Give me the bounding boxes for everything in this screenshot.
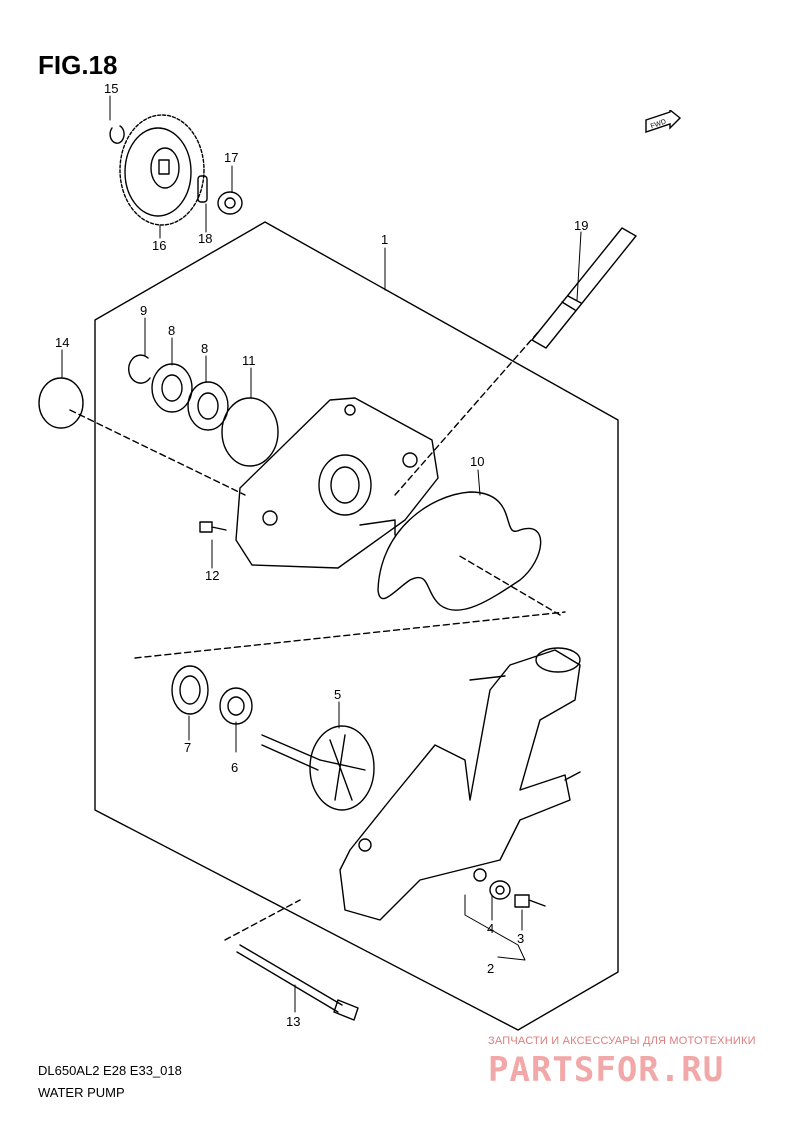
bolt-12 bbox=[199, 521, 227, 533]
callout-3: 3 bbox=[517, 931, 524, 946]
impeller-shaft-5 bbox=[261, 725, 375, 811]
callout-4: 4 bbox=[487, 921, 494, 936]
e-clip-9 bbox=[128, 354, 151, 384]
callout-7: 7 bbox=[184, 740, 191, 755]
pump-gear-16 bbox=[119, 114, 205, 226]
callout-17: 17 bbox=[224, 150, 238, 165]
long-bolt-13 bbox=[236, 944, 359, 1021]
callout-10: 10 bbox=[470, 454, 484, 469]
forward-direction-icon: FWD bbox=[645, 110, 682, 133]
callout-18: 18 bbox=[198, 231, 212, 246]
callout-5: 5 bbox=[334, 687, 341, 702]
callout-1: 1 bbox=[381, 232, 388, 247]
guide-lines bbox=[69, 329, 566, 941]
callout-16: 16 bbox=[152, 238, 166, 253]
figure-title: FIG.18 bbox=[38, 50, 118, 80]
callout-8-b: 8 bbox=[201, 341, 208, 356]
callout-19: 19 bbox=[574, 218, 588, 233]
mechanical-seal-6 bbox=[219, 687, 253, 725]
o-ring-11 bbox=[221, 397, 279, 467]
oil-seal-7 bbox=[171, 665, 209, 715]
assembly-box bbox=[94, 221, 619, 1031]
callout-12: 12 bbox=[205, 568, 219, 583]
bolt-3 bbox=[514, 894, 546, 908]
callout-2: 2 bbox=[487, 961, 494, 976]
leader-lines bbox=[61, 95, 582, 1013]
model-code: DL650AL2 E28 E33_018 bbox=[38, 1063, 182, 1078]
callout-15: 15 bbox=[104, 81, 118, 96]
callout-13: 13 bbox=[286, 1014, 300, 1029]
callout-9: 9 bbox=[140, 303, 147, 318]
callout-14: 14 bbox=[55, 335, 69, 350]
washer-17 bbox=[217, 191, 243, 215]
callout-11: 11 bbox=[242, 353, 256, 368]
watermark-caption: ЗАПЧАСТИ И АКСЕССУАРЫ ДЛЯ МОТОТЕХНИКИ bbox=[488, 1035, 756, 1047]
callout-6: 6 bbox=[231, 760, 238, 775]
watermark-brand: PARTSFOR.RU bbox=[488, 1050, 725, 1090]
callout-8-a: 8 bbox=[168, 323, 175, 338]
pin-18 bbox=[197, 175, 208, 203]
bearing-8-b bbox=[187, 381, 229, 431]
pipe-19 bbox=[531, 227, 637, 349]
pump-body-plate bbox=[235, 397, 439, 569]
bearing-8-a bbox=[151, 363, 193, 413]
o-ring-14 bbox=[38, 377, 84, 429]
circlip-15 bbox=[109, 125, 125, 144]
section-name: WATER PUMP bbox=[38, 1085, 125, 1100]
gasket-10 bbox=[377, 491, 542, 611]
pump-cover bbox=[339, 647, 581, 921]
washer-4 bbox=[489, 880, 511, 900]
